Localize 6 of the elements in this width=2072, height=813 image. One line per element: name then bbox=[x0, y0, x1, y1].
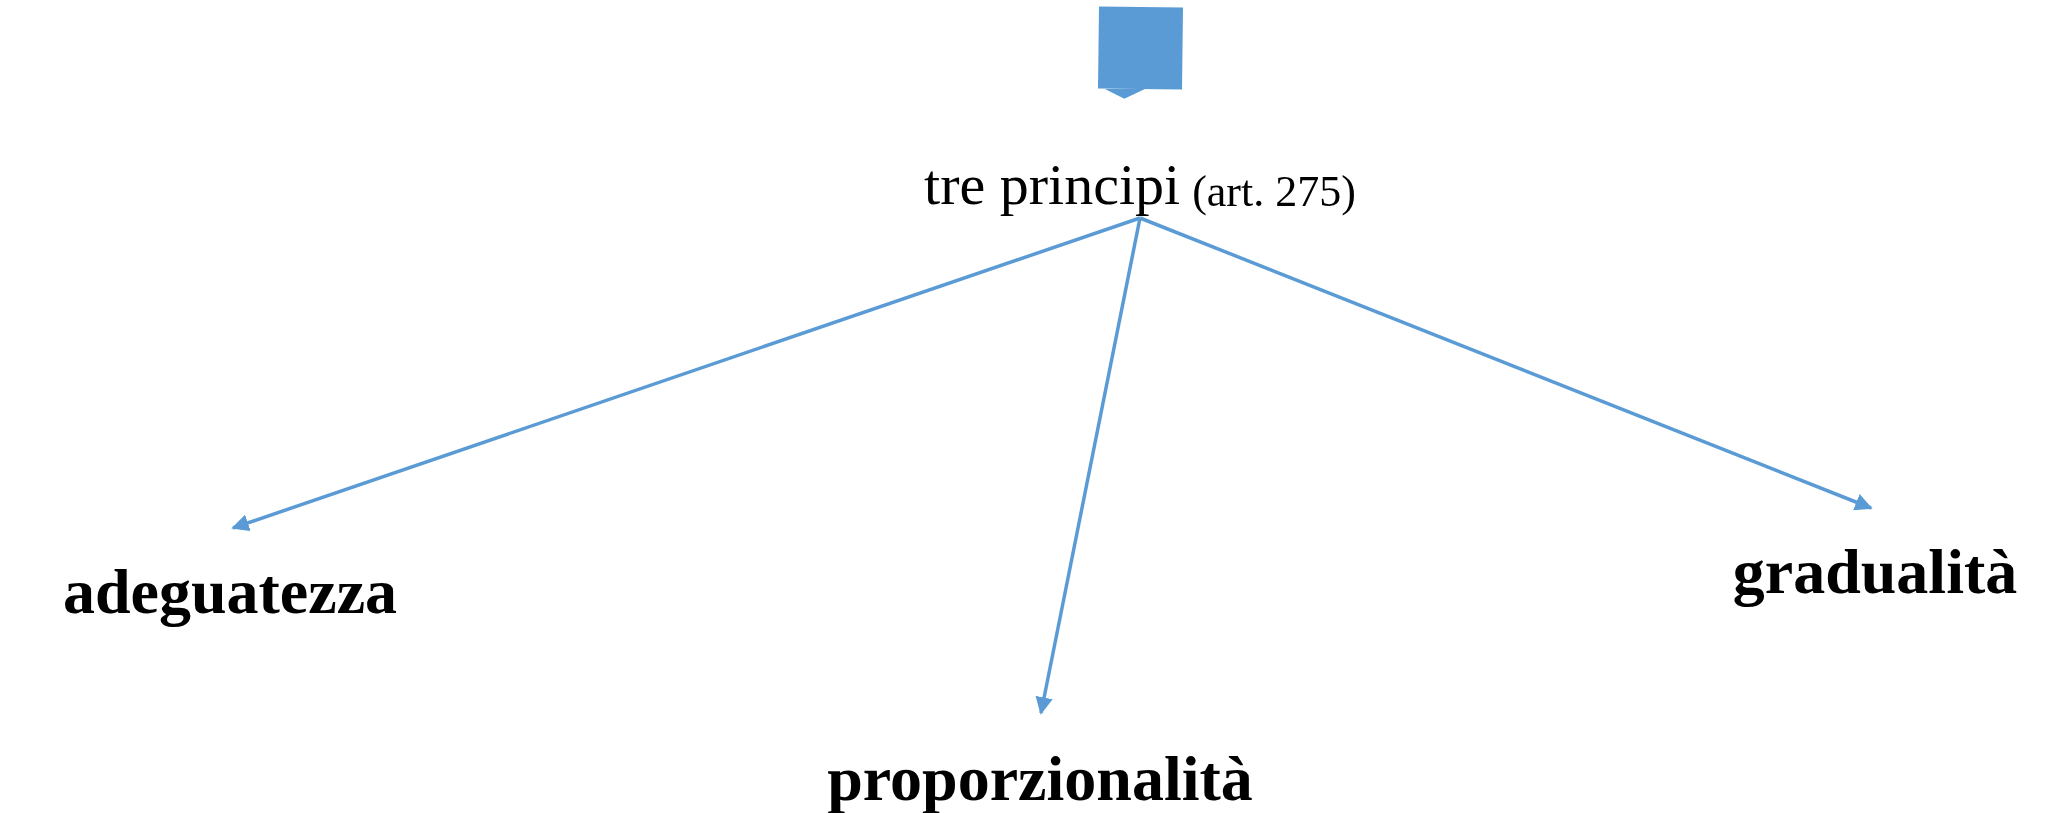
arrow bbox=[231, 216, 1141, 532]
heading-text: tre principi bbox=[924, 156, 1181, 214]
arrow bbox=[1139, 216, 1873, 511]
arrow bbox=[1035, 217, 1142, 715]
block-arrow bbox=[1098, 6, 1183, 99]
article-reference: (art. 275) bbox=[1192, 170, 1356, 214]
